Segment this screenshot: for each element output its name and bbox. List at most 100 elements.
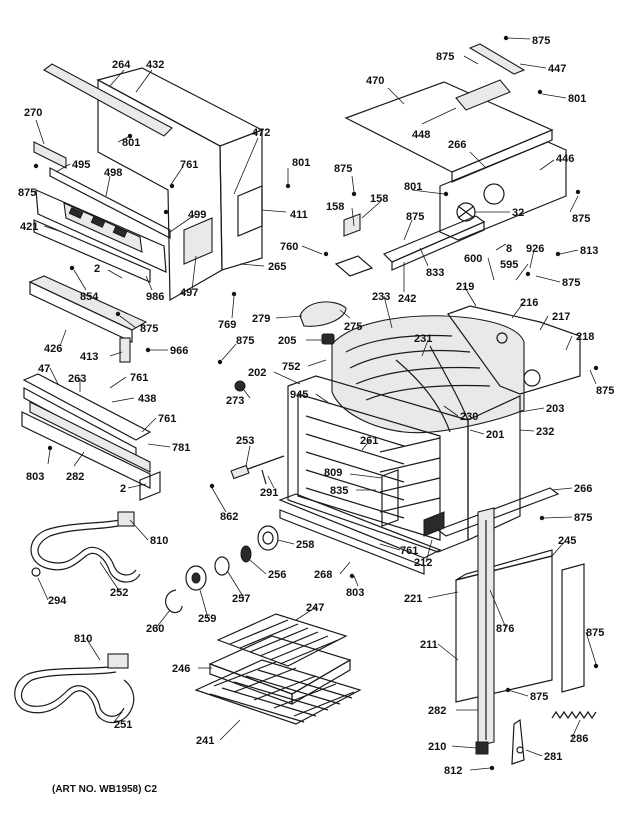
callout-761: 761 [158, 413, 176, 425]
callout-231: 231 [414, 333, 432, 345]
callout-203: 203 [546, 403, 564, 415]
callout-261: 261 [360, 435, 378, 447]
callout-251: 251 [114, 719, 132, 731]
callout-2: 2 [94, 263, 100, 275]
callout-256: 256 [268, 569, 286, 581]
broil-element-251 [14, 653, 135, 724]
callout-216: 216 [520, 297, 538, 309]
callout-266: 266 [448, 139, 466, 151]
callout-986: 986 [146, 291, 164, 303]
callout-876: 876 [496, 623, 514, 635]
callout-497: 497 [180, 287, 198, 299]
callout-813: 813 [580, 245, 598, 257]
callout-282: 282 [66, 471, 84, 483]
callout-470: 470 [366, 75, 384, 87]
callout-875: 875 [436, 51, 454, 63]
callout-247: 247 [306, 602, 324, 614]
callout-761: 761 [400, 545, 418, 557]
callout-257: 257 [232, 593, 250, 605]
callout-210: 210 [428, 741, 446, 753]
callout-447: 447 [548, 63, 566, 75]
callout-875: 875 [574, 512, 592, 524]
callout-862: 862 [220, 511, 238, 523]
callout-265: 265 [268, 261, 286, 273]
callout-246: 246 [172, 663, 190, 675]
top-cover-assembly [334, 43, 567, 277]
callout-242: 242 [398, 293, 416, 305]
callout-232: 232 [536, 426, 554, 438]
callout-875: 875 [406, 211, 424, 223]
side-panel-assembly [455, 507, 597, 765]
small-hardware-parts [165, 301, 347, 614]
callout-810: 810 [74, 633, 92, 645]
callout-875: 875 [18, 187, 36, 199]
callout-472: 472 [252, 127, 270, 139]
callout-263: 263 [68, 373, 86, 385]
callout-233: 233 [372, 291, 390, 303]
callout-875: 875 [140, 323, 158, 335]
callout-221: 221 [404, 593, 422, 605]
callout-498: 498 [104, 167, 122, 179]
broil-pan-and-rack [194, 613, 362, 725]
callout-275: 275 [344, 321, 362, 333]
callout-945: 945 [290, 389, 308, 401]
leader-lines [35, 37, 597, 771]
callout-286: 286 [570, 733, 588, 745]
callout-411: 411 [290, 209, 308, 221]
callout-875: 875 [562, 277, 580, 289]
callout-854: 854 [80, 291, 99, 303]
callout-875: 875 [596, 385, 614, 397]
callout-279: 279 [252, 313, 270, 325]
callout-875: 875 [532, 35, 550, 47]
callout-801: 801 [568, 93, 586, 105]
callout-875: 875 [530, 691, 548, 703]
callout-495: 495 [72, 159, 90, 171]
callout-803: 803 [346, 587, 364, 599]
callout-781: 781 [172, 442, 190, 454]
callout-158: 158 [326, 201, 344, 213]
callout-245: 245 [558, 535, 576, 547]
callout-499: 499 [188, 209, 206, 221]
callout-252: 252 [110, 587, 128, 599]
callout-230: 230 [460, 411, 478, 423]
callout-810: 810 [150, 535, 168, 547]
door-trim-assembly [21, 373, 161, 501]
callout-875: 875 [586, 627, 604, 639]
callout-966: 966 [170, 345, 188, 357]
callout-801: 801 [122, 137, 140, 149]
callout-769: 769 [218, 319, 236, 331]
callout-801: 801 [292, 157, 310, 169]
callout-761: 761 [180, 159, 198, 171]
callout-752: 752 [282, 361, 300, 373]
callout-448: 448 [412, 129, 430, 141]
callout-218: 218 [576, 331, 594, 343]
art-number: (ART NO. WB1958) C2 [52, 784, 157, 795]
callout-8: 8 [506, 243, 512, 255]
callout-421: 421 [20, 221, 38, 233]
callout-202: 202 [248, 367, 266, 379]
callout-266: 266 [574, 483, 592, 495]
callout-264: 264 [112, 59, 131, 71]
callout-47: 47 [38, 363, 50, 375]
oven-cavity-assembly [278, 305, 581, 575]
callout-875: 875 [334, 163, 352, 175]
callout-281: 281 [544, 751, 562, 763]
callout-268: 268 [314, 569, 332, 581]
callout-32: 32 [512, 207, 524, 219]
callout-291: 291 [260, 487, 278, 499]
callout-426: 426 [44, 343, 62, 355]
callout-212: 212 [414, 557, 432, 569]
callout-926: 926 [526, 243, 544, 255]
callout-803: 803 [26, 471, 44, 483]
callout-201: 201 [486, 429, 504, 441]
callout-217: 217 [552, 311, 570, 323]
callout-260: 260 [146, 623, 164, 635]
callout-219: 219 [456, 281, 474, 293]
callout-158: 158 [370, 193, 388, 205]
bake-element-252 [30, 511, 141, 583]
callout-446: 446 [556, 153, 574, 165]
callout-600: 600 [464, 253, 482, 265]
callout-270: 270 [24, 107, 42, 119]
callout-809: 809 [324, 467, 342, 479]
